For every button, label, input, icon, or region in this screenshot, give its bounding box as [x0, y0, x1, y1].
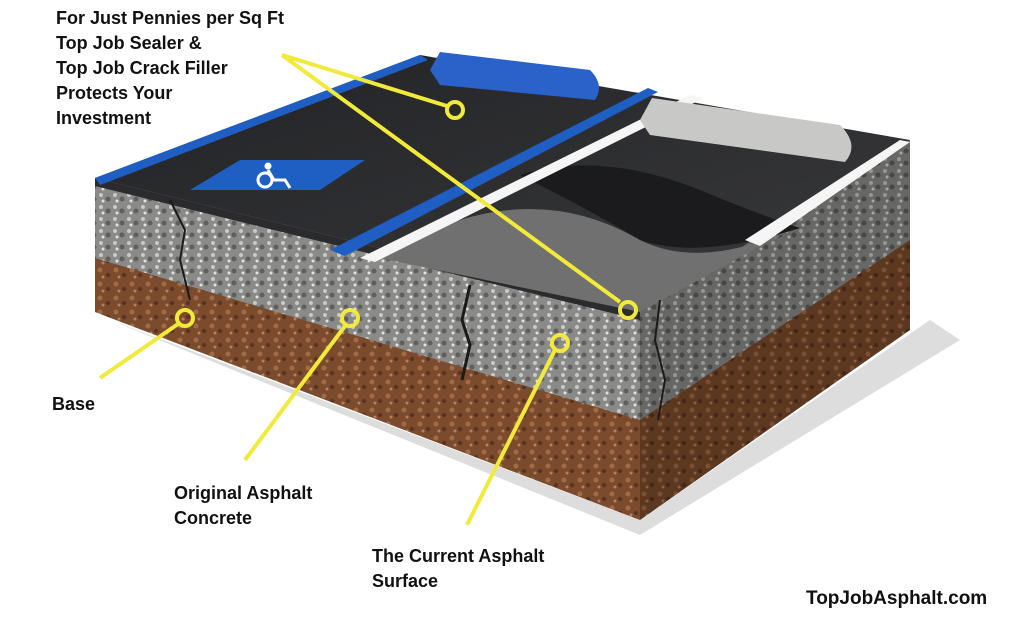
exposed-old-surface — [380, 208, 790, 312]
callout-marker-original — [340, 308, 360, 328]
crack — [460, 284, 472, 381]
headline-line: Top Job Sealer & — [56, 33, 202, 53]
blue-stripe-left — [95, 55, 428, 185]
blue-stripe-middle — [330, 88, 658, 256]
headline-line: Top Job Crack Filler — [56, 58, 228, 78]
blue-parking-block — [430, 52, 599, 100]
current-surface-edge-front — [95, 178, 640, 320]
label-line: Original Asphalt — [174, 483, 313, 503]
callout-lines — [98, 53, 622, 526]
crack — [653, 299, 667, 421]
callout-marker-base — [175, 308, 195, 328]
website-watermark: TopJobAsphalt.com — [806, 588, 988, 609]
peeling-sealer-coat — [520, 165, 800, 248]
headline-line: Investment — [56, 108, 152, 128]
headline-line: For Just Pennies per Sq Ft — [56, 8, 285, 28]
white-stripe-right — [745, 140, 910, 246]
label-line: Concrete — [174, 508, 253, 528]
white-stripe-middle — [360, 95, 704, 262]
slab-shadow — [110, 320, 960, 535]
crack — [169, 199, 191, 301]
callout-marker-current — [550, 333, 570, 353]
original-asphalt-layer-front — [95, 178, 640, 420]
callout-marker-sealer — [445, 100, 465, 120]
callout-marker-crack-filler — [618, 300, 638, 320]
original-asphalt-layer-side — [640, 140, 910, 420]
headline-line: Protects Your — [56, 83, 173, 103]
side-shading — [640, 140, 910, 520]
headline-callout: For Just Pennies per Sq Ft Top Job Seale… — [56, 6, 284, 131]
original-asphalt-label: Original Asphalt Concrete — [174, 481, 312, 531]
gray-parking-block — [640, 98, 852, 162]
label-line: Surface — [372, 571, 439, 591]
label-line: The Current Asphalt — [372, 546, 545, 566]
wheelchair-accessible-icon — [256, 162, 292, 189]
current-asphalt-label: The Current Asphalt Surface — [372, 544, 544, 594]
base-label: Base — [52, 394, 96, 414]
handicap-parking-sign — [190, 160, 365, 190]
